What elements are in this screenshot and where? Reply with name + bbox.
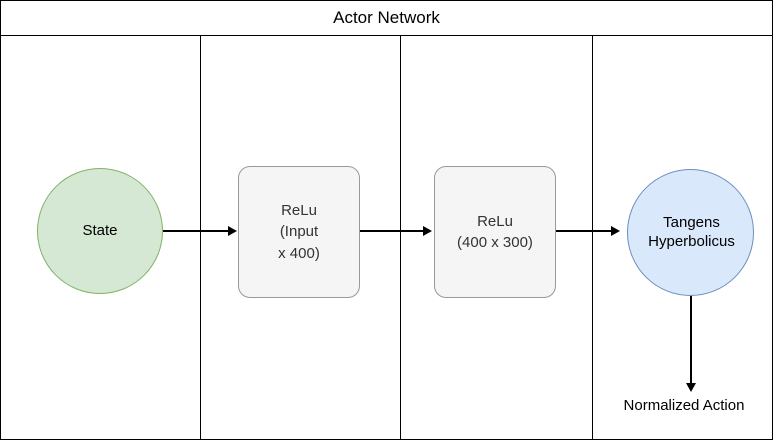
- arrowhead-right-icon: [423, 226, 432, 236]
- lane-divider-1: [200, 36, 201, 440]
- edge-tanh-to-output: [690, 296, 692, 385]
- node-relu-input-400-label: ReLu (Input x 400): [278, 200, 320, 264]
- node-tanh-line1: Tangens: [663, 214, 720, 232]
- edge-state-to-relu1: [163, 230, 229, 232]
- edge-relu1-to-relu2: [360, 230, 424, 232]
- diagram-title-band: Actor Network: [0, 0, 773, 36]
- node-relu-400-300-label: ReLu (400 x 300): [457, 211, 533, 254]
- node-state[interactable]: State: [37, 168, 163, 294]
- node-relu-input-400[interactable]: ReLu (Input x 400): [238, 166, 360, 298]
- node-relu1-line2: (Input: [279, 223, 319, 241]
- node-relu-400-300[interactable]: ReLu (400 x 300): [434, 166, 556, 298]
- arrowhead-right-icon: [611, 226, 620, 236]
- node-tangens-hyperbolicus-label: Tangens Hyperbolicus: [648, 214, 735, 251]
- lane-divider-2: [400, 36, 401, 440]
- node-state-label: State: [82, 221, 118, 239]
- page-title: Actor Network: [333, 8, 440, 27]
- node-relu2-line1: ReLu: [477, 212, 513, 230]
- node-tangens-hyperbolicus[interactable]: Tangens Hyperbolicus: [627, 169, 754, 296]
- output-label-normalized-action: Normalized Action: [623, 397, 745, 414]
- edge-relu2-to-tanh: [556, 230, 612, 232]
- node-tanh-line2: Hyperbolicus: [648, 232, 735, 250]
- node-relu1-line1: ReLu: [281, 202, 317, 220]
- node-relu2-line2: (400 x 300): [457, 234, 533, 251]
- node-relu1-line3: x 400): [278, 244, 320, 262]
- lane-divider-3: [592, 36, 593, 440]
- arrowhead-down-icon: [686, 383, 696, 392]
- arrowhead-right-icon: [228, 226, 237, 236]
